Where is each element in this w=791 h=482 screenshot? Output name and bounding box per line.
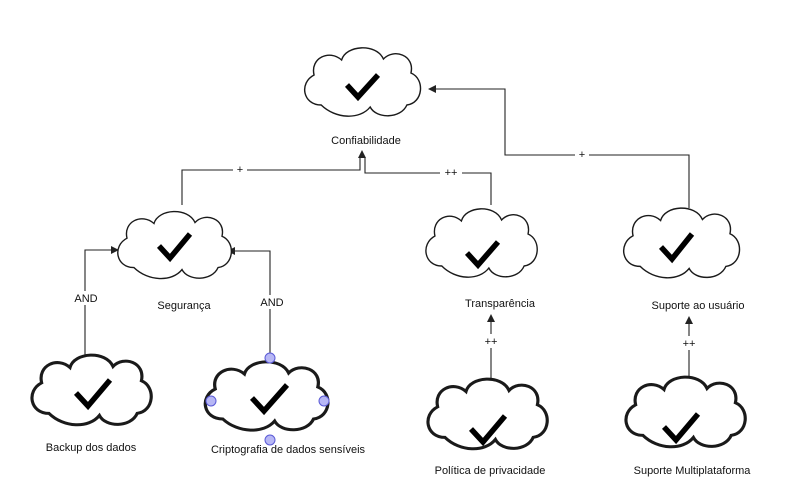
arrowheads	[111, 85, 693, 324]
edge-suporte-confiabilidade[interactable]	[432, 88, 690, 208]
resize-handle-right[interactable]	[318, 395, 330, 407]
node-seguranca[interactable]: Segurança	[117, 210, 233, 312]
node-label: Política de privacidade	[435, 465, 546, 477]
cloud-shape	[203, 360, 330, 432]
edge-transparencia-confiabilidade[interactable]	[364, 158, 492, 205]
contribution-label-seguranca: +	[237, 164, 243, 176]
node-label: Backup dos dados	[46, 442, 137, 454]
arrowhead-transparencia	[487, 314, 495, 322]
cloud-shape	[425, 208, 538, 278]
resize-handle-bottom[interactable]	[264, 434, 276, 446]
cloud-shape	[303, 47, 422, 117]
edge-seguranca-confiabilidade[interactable]	[181, 158, 361, 205]
arrowhead-seguranca-left	[111, 246, 119, 254]
check-icon	[73, 378, 113, 411]
resize-handle-top[interactable]	[264, 352, 276, 364]
check-icon	[661, 412, 701, 445]
node-label: Confiabilidade	[331, 135, 401, 147]
contribution-label-suporte: +	[579, 149, 585, 161]
node-label: Transparência	[465, 298, 536, 310]
contribution-label-criptografia: AND	[260, 297, 283, 309]
check-icon	[156, 232, 193, 263]
contribution-label-politica: ++	[485, 336, 498, 348]
edge-backup-seguranca[interactable]	[84, 249, 114, 355]
node-confiabilidade[interactable]: Confiabilidade	[303, 47, 422, 147]
contribution-label-backup: AND	[74, 293, 97, 305]
check-icon	[468, 414, 508, 447]
node-transparencia[interactable]: Transparência	[425, 208, 538, 310]
arrowhead-suporte	[685, 316, 693, 324]
contribution-label-multiplataforma: ++	[683, 338, 696, 350]
node-backup[interactable]: Backup dos dados	[30, 353, 153, 454]
edges	[84, 88, 690, 380]
resize-handle-left[interactable]	[205, 395, 217, 407]
node-label: Suporte ao usuário	[652, 300, 745, 312]
cloud-shape	[117, 210, 233, 280]
check-icon	[658, 232, 695, 264]
node-multiplataforma[interactable]: Suporte Multiplataforma	[624, 375, 752, 477]
check-icon	[344, 73, 381, 102]
node-label: Criptografia de dados sensíveis	[211, 444, 366, 456]
node-label: Suporte Multiplataforma	[634, 465, 752, 477]
arrowhead-confiabilidade-bottom	[358, 150, 366, 158]
node-criptografia[interactable]: Criptografia de dados sensíveis	[203, 352, 366, 456]
check-icon	[464, 240, 501, 270]
contribution-label-transparencia: ++	[445, 167, 458, 179]
node-label: Segurança	[157, 300, 211, 312]
node-politica[interactable]: Política de privacidade	[426, 377, 549, 477]
edge-labels: + ++ + AND AND ++ ++	[73, 147, 700, 350]
cloud-shape	[30, 353, 153, 427]
cloud-shape	[624, 375, 747, 449]
check-icon	[249, 383, 290, 416]
edge-criptografia-seguranca[interactable]	[232, 250, 271, 355]
node-suporte-usuario[interactable]: Suporte ao usuário	[622, 207, 745, 312]
arrowhead-confiabilidade-right	[428, 85, 436, 93]
